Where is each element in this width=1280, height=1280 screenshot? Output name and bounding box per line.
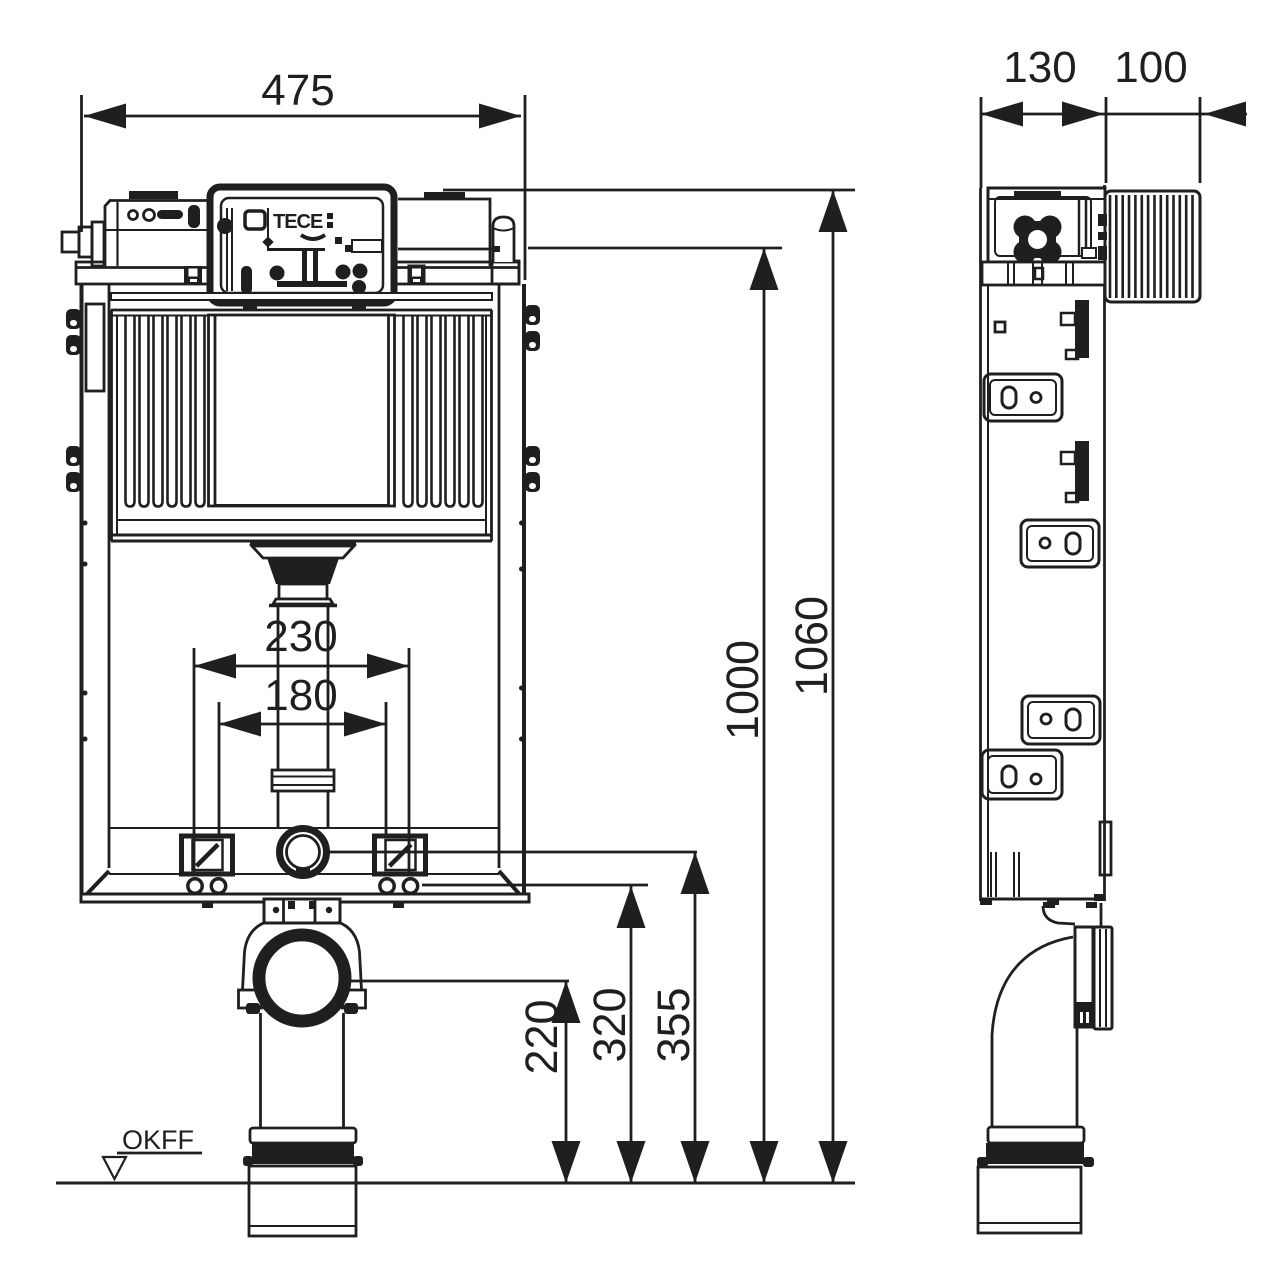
svg-text:220: 220: [516, 999, 567, 1074]
svg-text:475: 475: [261, 66, 334, 115]
svg-text:320: 320: [584, 987, 635, 1062]
svg-text:130: 130: [1003, 43, 1076, 92]
svg-text:355: 355: [648, 987, 699, 1062]
svg-text:180: 180: [264, 671, 337, 720]
svg-text:1000: 1000: [717, 640, 768, 740]
svg-text:TECE: TECE: [273, 211, 323, 233]
svg-text:230: 230: [264, 612, 337, 661]
svg-text:100: 100: [1114, 43, 1187, 92]
svg-text:1060: 1060: [786, 596, 837, 696]
svg-text:OKFF: OKFF: [122, 1125, 194, 1155]
